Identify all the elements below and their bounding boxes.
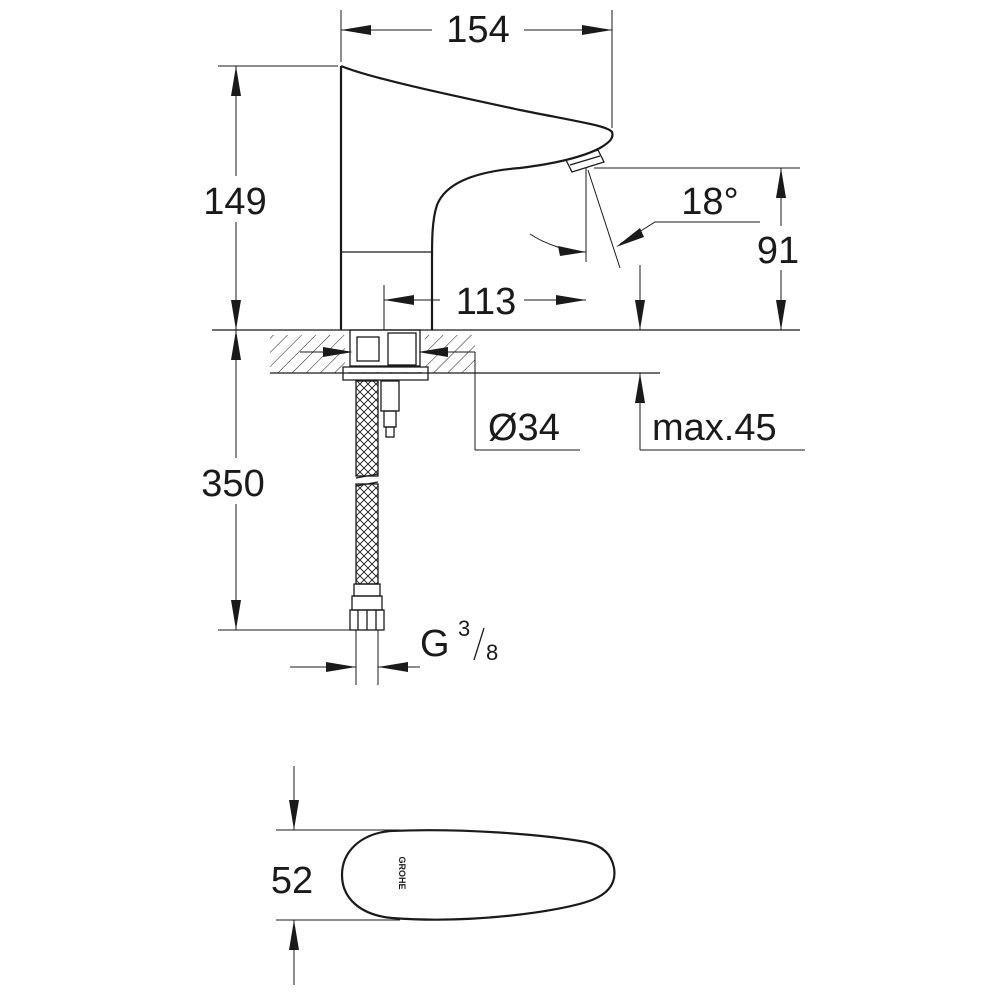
dimension-width-154: 154: [340, 8, 613, 128]
brand-logo: GROHE: [397, 856, 407, 889]
dimension-angle-18: 18°: [529, 168, 760, 269]
dim-label-18deg: 18°: [681, 181, 738, 223]
dim-label-thread-den: 8: [486, 640, 498, 665]
dim-label-thread-g: G: [420, 623, 450, 665]
dimension-height-91: 91: [594, 167, 808, 330]
dimension-reach-113: 113: [383, 280, 586, 330]
dimension-deck-max45: max.45: [635, 265, 805, 451]
dimension-width-52: 52: [271, 766, 400, 985]
dim-label-113: 113: [456, 281, 517, 323]
supply-hose: [349, 380, 400, 685]
dim-label-thread-num: 3: [458, 616, 470, 641]
dimension-diameter-34: Ø34: [300, 347, 580, 451]
dim-label-52: 52: [271, 860, 313, 902]
faucet-body: [339, 64, 614, 381]
dimension-height-149: 149: [190, 65, 338, 330]
dim-label-max45: max.45: [652, 407, 777, 449]
dim-label-91: 91: [757, 230, 799, 272]
dim-label-154: 154: [446, 9, 509, 51]
dimension-length-350: 350: [188, 330, 350, 631]
dim-label-149: 149: [203, 181, 266, 223]
dim-label-dia34: Ø34: [488, 407, 560, 449]
dimension-thread-g38: G 3 8: [290, 616, 498, 672]
dim-label-350: 350: [201, 463, 264, 505]
faucet-plan-view: GROHE: [340, 829, 616, 921]
